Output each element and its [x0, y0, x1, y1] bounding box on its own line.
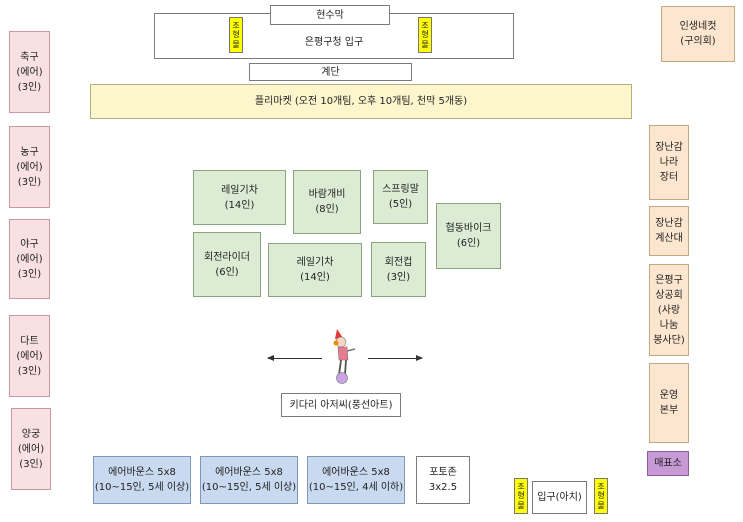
sport-archery: 양궁 (에어) (3인): [11, 408, 51, 490]
sculpture-bottom-left: 조 형 물: [514, 478, 528, 514]
flea-market-zone: 플리마켓 (오전 10개팀, 오후 10개팀, 천막 5개동): [90, 84, 632, 119]
clown-hair: [333, 340, 339, 346]
entrance-label: 은평구청 입구: [304, 37, 364, 48]
ride-coop-bike: 협동바이크 (6인): [436, 203, 501, 269]
sculpture-top-left: 조 형 물: [229, 17, 243, 53]
clown-stilts: [338, 359, 347, 376]
photo-booth-council: 인생네컷 (구의회): [661, 6, 735, 62]
ticket-booth: 매표소: [647, 451, 689, 476]
balloon: [336, 372, 348, 384]
operations-hq: 운영 본부: [649, 363, 689, 443]
air-bounce-1: 에어바운스 5x8 (10~15인, 5세 이상): [93, 456, 191, 504]
chamber-of-commerce: 은평구 상공회 (사랑 나눔 봉사단): [649, 264, 689, 356]
ride-rail-train-1: 레일기차 (14인): [193, 170, 286, 225]
air-bounce-2: 에어바운스 5x8 (10~15인, 5세 이상): [200, 456, 298, 504]
sport-darts: 다트 (에어) (3인): [9, 315, 50, 397]
clown-hat: [335, 329, 343, 339]
stilt-clown-icon: [333, 329, 356, 384]
photo-zone: 포토존 3x2.5: [416, 456, 470, 504]
ride-rail-train-2: 레일기차 (14인): [268, 243, 362, 297]
ride-pinwheel: 바람개비 (8인): [293, 170, 361, 234]
clown-arm: [346, 348, 356, 352]
clown-body: [337, 346, 349, 361]
air-bounce-3: 에어바운스 5x8 (10~15인, 4세 이하): [307, 456, 405, 504]
sport-soccer: 축구 (에어) (3인): [9, 31, 50, 113]
toy-counter: 장난감 계산대: [649, 206, 689, 256]
arrow-left-icon: [267, 355, 322, 361]
ride-spring-horse: 스프링말 (5인): [373, 170, 428, 224]
stairs: 계단: [249, 63, 412, 81]
ride-spin-cup: 회전컵 (3인): [371, 242, 426, 297]
sport-baseball: 야구 (에어) (3인): [9, 219, 50, 299]
arrow-right-icon: [368, 355, 423, 361]
stilts-performer-label: 키다리 아저씨(풍선아트): [281, 393, 401, 417]
arch-entrance: 입구(아치): [532, 481, 587, 514]
sculpture-top-right: 조 형 물: [418, 17, 432, 53]
sculpture-bottom-right: 조 형 물: [594, 478, 608, 514]
sport-basketball: 농구 (에어) (3인): [9, 126, 50, 208]
curtain-banner: 현수막: [270, 5, 390, 25]
toy-market: 장난감 나라 장터: [649, 125, 689, 200]
ride-spin-rider: 회전라이더 (6인): [193, 232, 261, 297]
